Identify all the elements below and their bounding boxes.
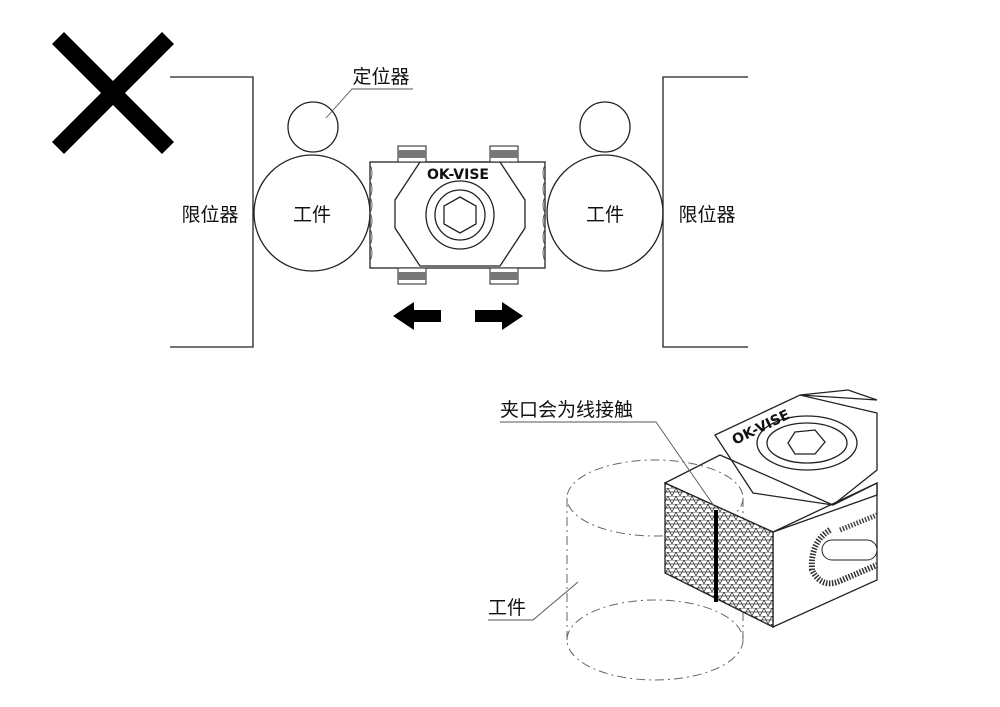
locator-leader-line — [325, 88, 413, 119]
right-workpiece-label: 工件 — [586, 204, 624, 226]
vise-iso-view — [663, 389, 879, 629]
iso-workpiece-label: 工件 — [488, 597, 526, 619]
wrong-x-icon — [51, 31, 175, 155]
line-contact-leader-line — [500, 421, 715, 507]
spring-icon — [397, 145, 519, 285]
left-workpiece-label: 工件 — [293, 204, 331, 226]
left-limiter — [170, 76, 254, 348]
right-locator — [579, 101, 631, 153]
right-limiter-label: 限位器 — [678, 204, 735, 226]
arrow-right-icon — [475, 302, 523, 330]
left-limiter-label: 限位器 — [181, 204, 238, 226]
vise-brand-top: OK-VISE — [427, 167, 489, 183]
workpiece-leader-line — [488, 581, 579, 621]
spring-icon — [808, 512, 879, 587]
vise-top-view — [369, 145, 546, 285]
right-workpiece — [546, 154, 664, 272]
left-locator — [287, 101, 339, 153]
locator-label: 定位器 — [352, 66, 409, 88]
line-contact-label: 夹口会为线接触 — [500, 399, 633, 421]
workpiece-cylinder — [566, 459, 744, 681]
arrow-left-icon — [393, 302, 441, 330]
